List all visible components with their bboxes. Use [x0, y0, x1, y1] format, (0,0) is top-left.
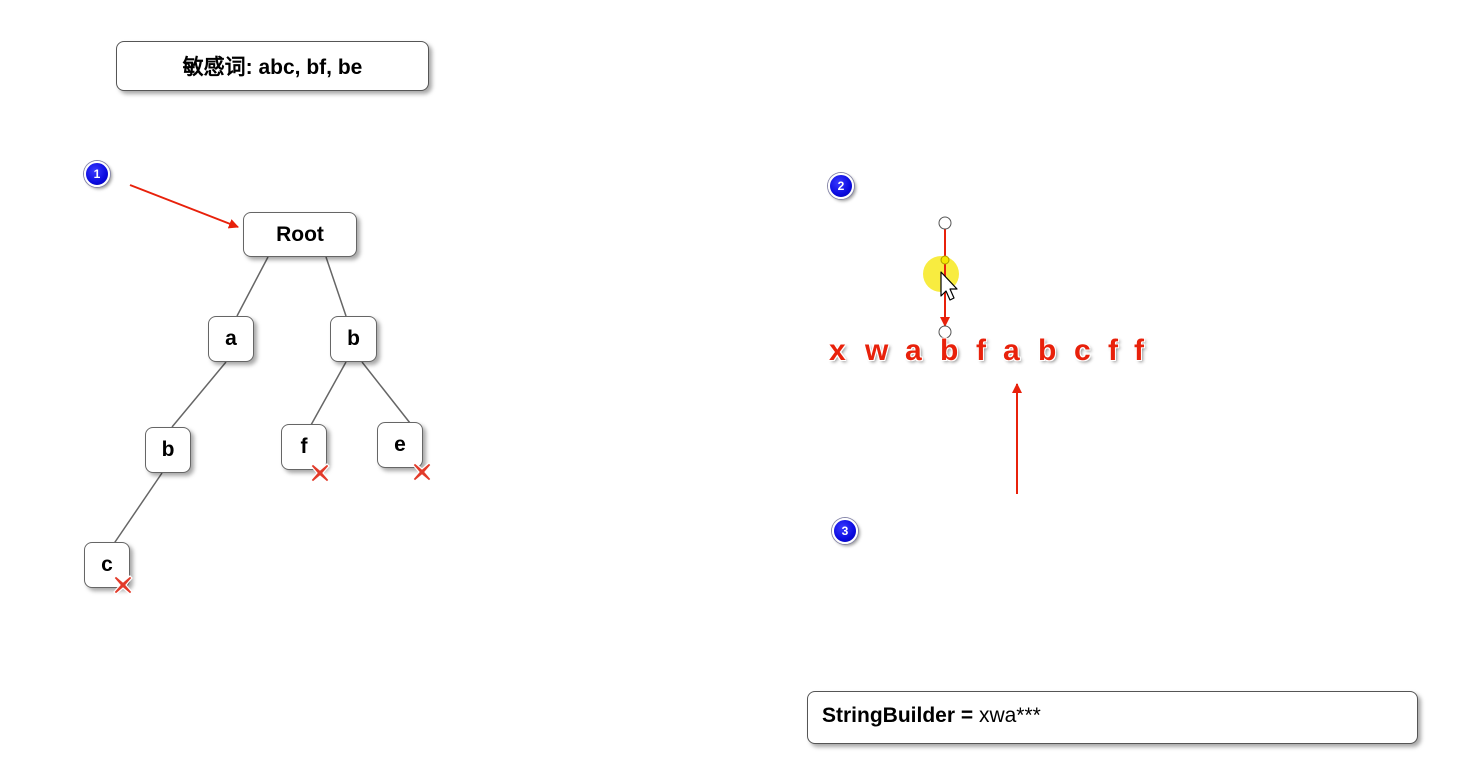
x-mark-icon [310, 463, 330, 483]
step-badge-1: 1 [84, 161, 110, 187]
string-builder-value: xwa*** [978, 704, 1041, 727]
sensitive-words-text: 敏感词: abc, bf, be [182, 56, 363, 79]
cursor-icon [940, 271, 958, 301]
sensitive-words-box: 敏感词: abc, bf, be [116, 41, 429, 91]
step-badge-3: 3 [832, 518, 858, 544]
drag-handle-top[interactable] [938, 216, 952, 230]
edge-b-e [361, 361, 411, 424]
tree-node-root-label: Root [276, 222, 324, 246]
edge-root-b [325, 256, 347, 317]
tree-node-e: e [377, 422, 423, 468]
tree-node-a: a [208, 316, 254, 362]
sequence-char: c [1074, 334, 1091, 367]
tree-node-c: c [84, 542, 130, 588]
sequence-char: x [829, 334, 846, 367]
x-mark-icon [412, 462, 432, 482]
sequence-char: b [940, 334, 959, 367]
pointer-arrow-root [129, 184, 239, 229]
x-mark-icon [113, 575, 133, 595]
step-badge-1-label: 1 [93, 167, 101, 181]
step-badge-2-label: 2 [837, 179, 845, 193]
edge-root-a [236, 256, 269, 317]
drag-handle-mid[interactable] [940, 255, 950, 265]
edge-a-b [171, 361, 227, 428]
tree-node-b-left-label: b [161, 438, 175, 461]
step-badge-3-label: 3 [841, 524, 849, 538]
tree-node-root: Root [243, 212, 357, 257]
sequence-char: b [1038, 334, 1057, 367]
tree-node-b-right-label: b [347, 327, 360, 350]
string-builder-box: StringBuilder = xwa*** [807, 691, 1418, 744]
tree-node-b-left: b [145, 427, 191, 473]
string-builder-label: StringBuilder = [822, 704, 979, 727]
sequence-char: f [1134, 334, 1144, 367]
sequence-char: f [1108, 334, 1118, 367]
step-badge-2: 2 [828, 173, 854, 199]
tree-node-b-right: b [330, 316, 377, 362]
edge-b-f [310, 361, 347, 426]
tree-node-f: f [281, 424, 327, 470]
tree-node-c-label: c [101, 553, 113, 576]
sequence-char: f [976, 334, 986, 367]
sequence-char: a [905, 334, 922, 367]
sequence-char: w [865, 334, 889, 367]
edge-b-c [112, 472, 163, 546]
tree-node-a-label: a [225, 327, 237, 350]
sequence-char: a [1003, 334, 1020, 367]
tree-node-f-label: f [300, 435, 308, 458]
tree-node-e-label: e [394, 433, 406, 456]
drag-handle-bottom[interactable] [938, 325, 952, 339]
